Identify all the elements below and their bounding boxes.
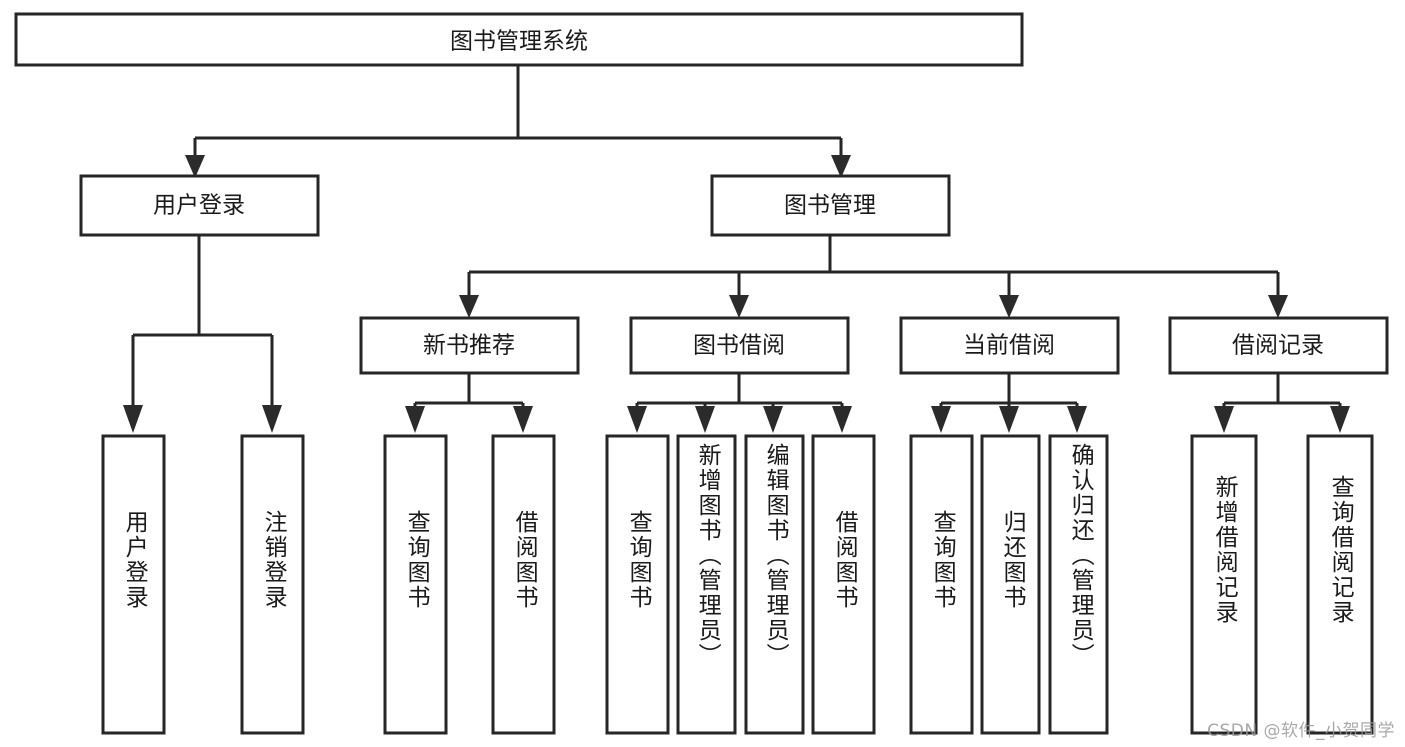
node-book-manage-label: 图书管理 bbox=[784, 193, 876, 219]
leaf-box-query-book-3[interactable] bbox=[909, 434, 974, 735]
node-borrow-record-label: 借阅记录 bbox=[1232, 333, 1324, 359]
leaf-box-borrow-book-2[interactable] bbox=[811, 434, 876, 735]
connector-bookborrow-to-leaves bbox=[627, 373, 852, 433]
connector-bookmanage-to-level3 bbox=[459, 235, 1288, 318]
node-new-book-rec-label: 新书推荐 bbox=[423, 333, 515, 359]
connector-newbook-to-leaves bbox=[405, 373, 533, 433]
node-current-borrow-label: 当前借阅 bbox=[963, 333, 1055, 359]
leaf-box-confirm-return[interactable] bbox=[1048, 434, 1109, 735]
connector-userlogin-to-leaves bbox=[123, 235, 282, 433]
leaf-box-query-book-1[interactable] bbox=[383, 434, 448, 735]
node-new-book-rec[interactable]: 新书推荐 bbox=[359, 316, 580, 375]
connector-borrowrecord-to-leaves bbox=[1214, 373, 1350, 433]
leaf-box-edit-book[interactable] bbox=[744, 434, 805, 735]
leaf-box-user-login[interactable] bbox=[101, 434, 166, 735]
connector-root-to-level2 bbox=[185, 65, 851, 178]
leaf-box-query-record[interactable] bbox=[1306, 434, 1374, 735]
leaf-box-logout[interactable] bbox=[240, 434, 305, 735]
node-root-label: 图书管理系统 bbox=[450, 29, 588, 55]
node-book-borrow[interactable]: 图书借阅 bbox=[629, 316, 850, 375]
connector-currentborrow-to-leaves bbox=[931, 373, 1087, 433]
leaf-box-borrow-book-1[interactable] bbox=[491, 434, 556, 735]
node-current-borrow[interactable]: 当前借阅 bbox=[899, 316, 1120, 375]
node-user-login[interactable]: 用户登录 bbox=[79, 174, 320, 237]
leaf-box-return-book[interactable] bbox=[980, 434, 1041, 735]
leaf-box-add-record[interactable] bbox=[1190, 434, 1258, 735]
watermark-text: CSDN @软件_小贺同学 bbox=[1207, 721, 1395, 741]
node-book-manage[interactable]: 图书管理 bbox=[710, 174, 951, 237]
node-book-borrow-label: 图书借阅 bbox=[693, 333, 785, 359]
leaf-box-add-book[interactable] bbox=[676, 434, 737, 735]
leaf-box-query-book-2[interactable] bbox=[605, 434, 670, 735]
node-user-login-label: 用户登录 bbox=[153, 193, 245, 219]
node-root[interactable]: 图书管理系统 bbox=[14, 12, 1024, 67]
node-borrow-record[interactable]: 借阅记录 bbox=[1168, 316, 1389, 375]
